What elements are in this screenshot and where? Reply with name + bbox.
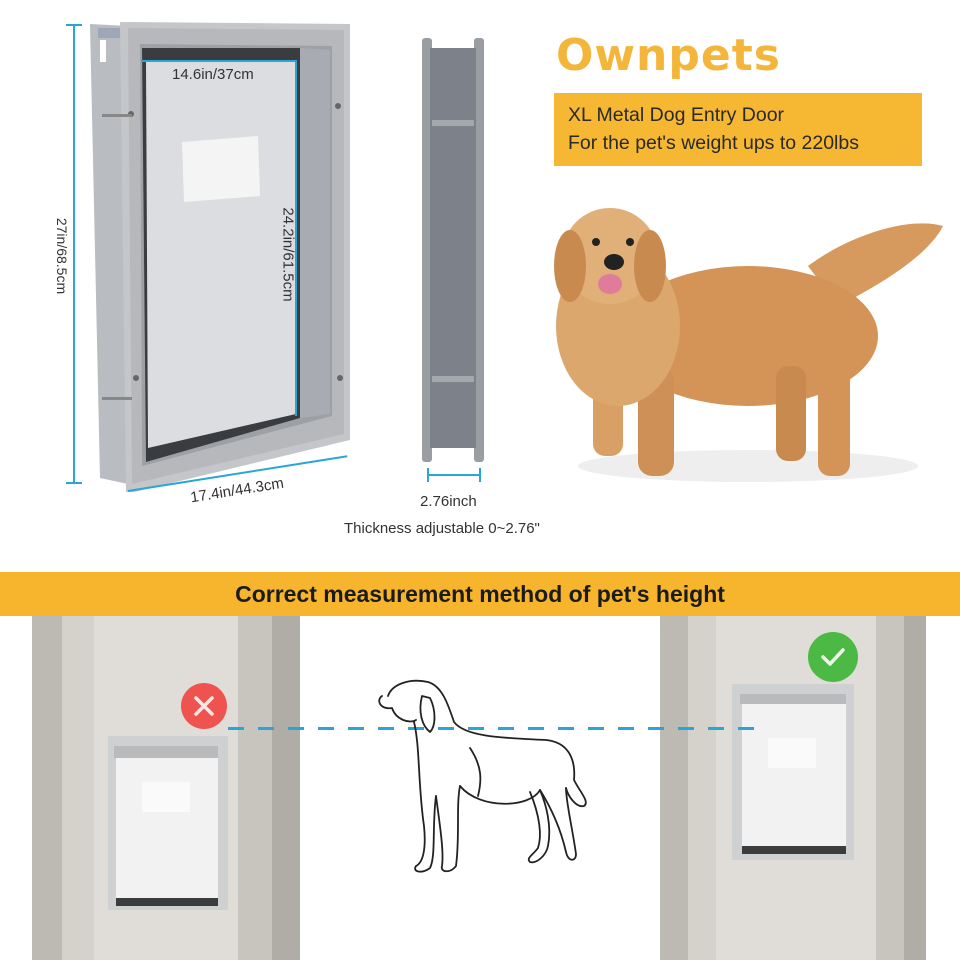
- dog-outline-drawing: [370, 676, 590, 876]
- inner-width-line: [141, 60, 297, 62]
- door-side-image: [420, 36, 486, 464]
- measure-line: [228, 727, 758, 730]
- inner-width-label: 14.6in/37cm: [172, 66, 254, 83]
- house-door-wrong: [32, 616, 300, 960]
- outer-height-line-cap-top: [66, 24, 82, 26]
- product-title-line2: For the pet's weight ups to 220lbs: [568, 132, 859, 154]
- dog-photo: [548, 196, 948, 496]
- x-icon: [181, 683, 227, 729]
- thickness-line: [428, 474, 480, 476]
- product-title-box: XL Metal Dog Entry Door For the pet's we…: [554, 93, 922, 166]
- door-front-image: [88, 22, 350, 494]
- outer-height-line-cap-bottom: [66, 482, 82, 484]
- inner-height-line: [295, 60, 297, 416]
- banner-title: Correct measurement method of pet's heig…: [235, 580, 725, 607]
- outer-height-line: [73, 24, 75, 484]
- thickness-note: Thickness adjustable 0~2.76": [344, 520, 540, 537]
- thickness-cap-right: [479, 468, 481, 482]
- brand-logo: Ownpets: [556, 30, 781, 81]
- inner-height-label: 24.2in/61.5cm: [279, 207, 297, 302]
- product-title-line1: XL Metal Dog Entry Door: [568, 104, 785, 126]
- measurement-banner: Correct measurement method of pet's heig…: [0, 572, 960, 616]
- thickness-cap-left: [427, 468, 429, 482]
- thickness-label: 2.76inch: [420, 493, 477, 510]
- outer-height-label: 27in/68.5cm: [54, 217, 70, 295]
- check-icon: [808, 632, 858, 682]
- house-door-correct: [660, 616, 926, 960]
